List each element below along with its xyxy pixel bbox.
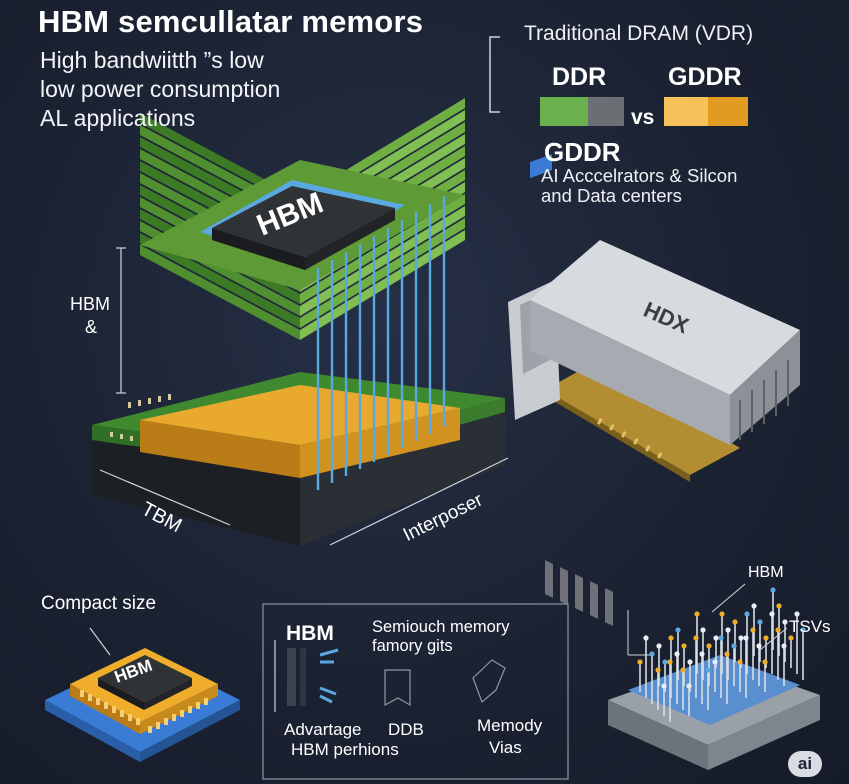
subtitle-line-1: High bandwiitth ”s low (40, 47, 264, 73)
dram-bracket (489, 36, 500, 113)
stack-side-label-1: HBM (70, 294, 110, 314)
applications-line-1: AI Acccelrators & Silcon (541, 165, 738, 186)
info-box-memory-line-2: Vias (489, 738, 522, 757)
dimension-lines (99, 457, 509, 546)
gddr-bar (664, 97, 748, 126)
info-box-semi-line-1: Semiouch memory (372, 618, 510, 636)
stack-side-label-2: & (85, 317, 98, 337)
compact-size-label: Compact size (41, 593, 157, 614)
subtitle-line-3: AL applications (40, 105, 196, 131)
info-box-heading: HBM (286, 622, 334, 645)
tsv-diagram (608, 583, 820, 770)
tsv-top-label: HBM (748, 564, 784, 581)
graphics-card: HDX (508, 154, 800, 626)
gddr-subheading: GDDR (544, 137, 621, 167)
gddr-label: GDDR (668, 63, 742, 91)
subtitle-line-2: low power consumption (40, 76, 281, 102)
info-box-memory-line-1: Memody (477, 716, 543, 735)
tsv-side-label: TSVs (789, 617, 831, 636)
info-box (262, 603, 569, 780)
ai-badge: ai (788, 751, 822, 777)
page-title: HBM semcullatar memors (38, 4, 424, 39)
compact-chip: HBM (45, 627, 240, 762)
info-box-advantage-line-2: HBM perhions (291, 740, 399, 759)
comparison-heading: Traditional DRAM (VDR) (524, 22, 754, 45)
ddr-label: DDR (552, 63, 607, 91)
stack-height-bracket (116, 247, 126, 394)
applications-line-2: and Data centers (541, 185, 682, 206)
vs-label: vs (631, 106, 655, 129)
hbm-stack-diagram: HBM (92, 98, 505, 546)
info-box-semi-line-2: famory gits (372, 637, 453, 655)
ddr-bar (540, 97, 624, 126)
info-box-ddb-label: DDB (388, 720, 424, 739)
info-box-advantage-line-1: Advartage (284, 720, 362, 739)
